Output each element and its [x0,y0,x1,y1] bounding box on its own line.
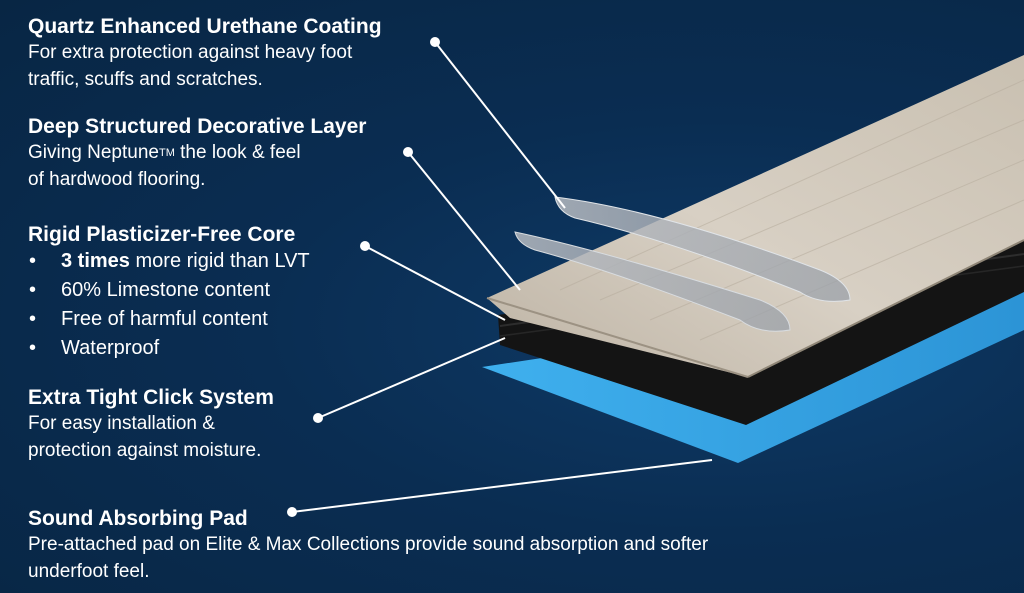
trademark-mark: TM [158,147,175,159]
bullet-item: 60% Limestone content [28,276,310,305]
feature-desc-line: protection against moisture. [28,440,262,461]
feature-desc-line: For extra protection against heavy foot [28,42,353,63]
callout-line-click [317,337,506,419]
callout-dot-pad [287,507,297,517]
feature-title: Rigid Plasticizer-Free Core [28,223,296,246]
feature-desc-line: of hardwood flooring. [28,169,206,190]
feature-sound-pad: Sound Absorbing Pad Pre-attached pad on … [28,506,708,585]
desc-text: Giving Neptune [28,142,159,163]
callout-dot-core [360,241,370,251]
callout-dot-coating [430,37,440,47]
feature-click-system: Extra Tight Click System For easy instal… [28,385,274,464]
bullet-item: 3 times more rigid than LVT [28,247,310,276]
feature-title: Extra Tight Click System [28,386,274,409]
feature-desc-line: Pre-attached pad on Elite & Max Collecti… [28,534,709,555]
bullet-item: Waterproof [28,334,310,363]
wood-decorative-layer [487,55,1024,377]
callout-line-pad [291,459,713,513]
feature-bullet-list: 3 times more rigid than LVT 60% Limeston… [28,247,310,363]
callout-lines [287,37,713,517]
urethane-film-peel [554,196,851,302]
callout-line-coating [434,41,566,209]
feature-desc-line: Giving NeptuneTM the look & feel [28,139,366,166]
wood-edge [747,239,1024,378]
wood-edge [486,297,749,378]
feature-title: Sound Absorbing Pad [28,507,248,530]
bullet-item: Free of harmful content [28,305,310,334]
desc-text: the look & feel [174,142,301,163]
feature-core: Rigid Plasticizer-Free Core 3 times more… [28,222,310,363]
feature-coating: Quartz Enhanced Urethane Coating For ext… [28,14,382,93]
bullet-text: more rigid than LVT [129,250,310,272]
callout-line-decorative [407,151,521,291]
feature-title: Deep Structured Decorative Layer [28,115,367,138]
callout-line-core [364,245,506,321]
feature-decorative-layer: Deep Structured Decorative Layer Giving … [28,114,366,193]
wood-grain [559,79,1024,341]
feature-desc-line: underfoot feel. [28,561,150,582]
feature-desc-line: traffic, scuffs and scratches. [28,69,263,90]
bullet-bold: 3 times [61,250,130,272]
decorative-film-peel [514,231,791,332]
feature-title: Quartz Enhanced Urethane Coating [28,15,382,38]
feature-desc-line: For easy installation & [28,413,215,434]
callout-dot-decorative [403,147,413,157]
callout-dot-click [313,413,323,423]
